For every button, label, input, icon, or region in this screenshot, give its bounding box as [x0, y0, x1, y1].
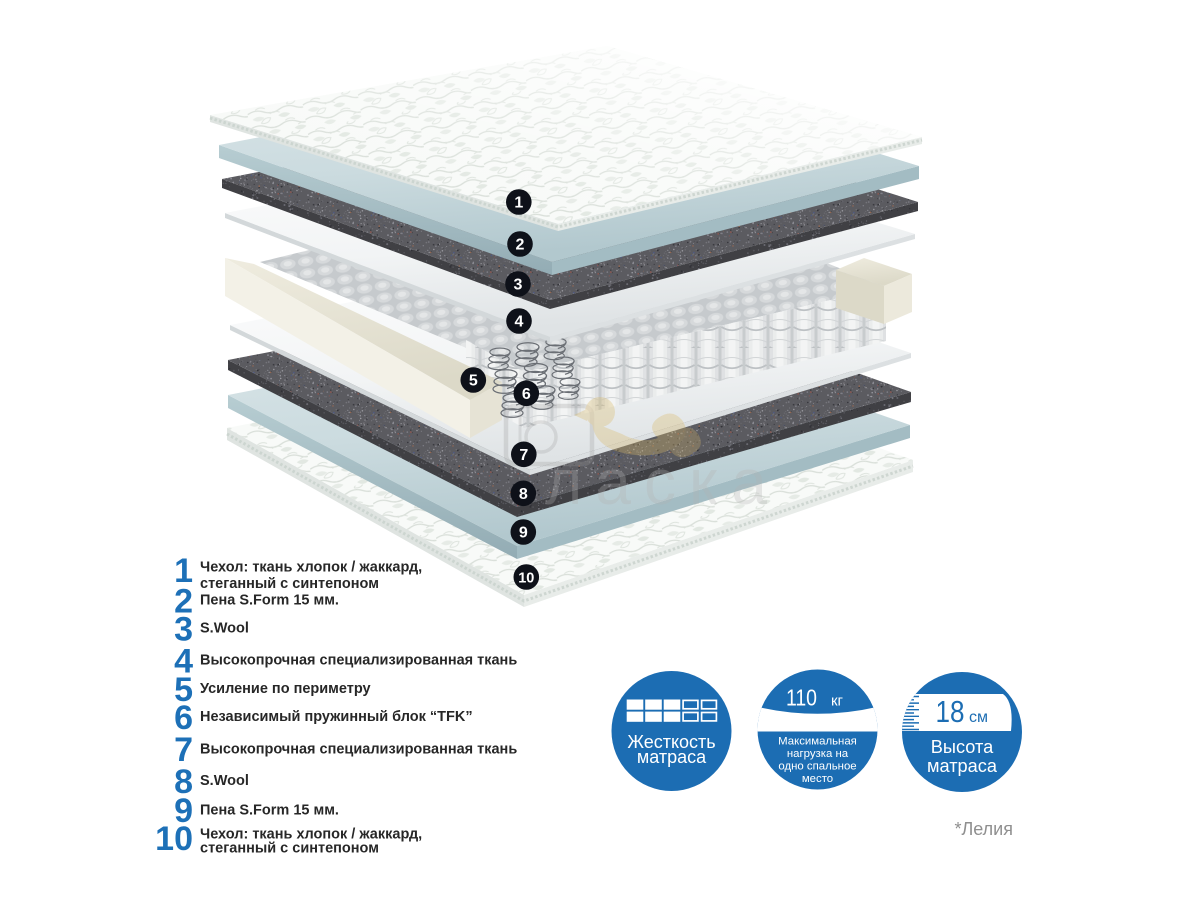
- svg-text:4: 4: [174, 643, 193, 681]
- svg-text:5: 5: [174, 671, 193, 709]
- svg-text:Пена S.Form 15 мм.: Пена S.Form 15 мм.: [200, 593, 339, 609]
- svg-text:нагрузка на: нагрузка на: [787, 748, 849, 760]
- svg-text:10: 10: [155, 820, 193, 858]
- svg-text:10: 10: [518, 571, 534, 587]
- svg-text:9: 9: [519, 525, 528, 542]
- svg-text:стеганный с синтепоном: стеганный с синтепоном: [200, 841, 379, 857]
- svg-text:110: 110: [786, 685, 817, 711]
- svg-text:2: 2: [516, 237, 525, 254]
- svg-text:1: 1: [514, 195, 523, 212]
- svg-text:8: 8: [519, 486, 528, 503]
- svg-text:стеганный с синтепоном: стеганный с синтепоном: [200, 576, 379, 592]
- svg-text:Пена S.Form 15 мм.: Пена S.Form 15 мм.: [200, 803, 339, 819]
- svg-text:8: 8: [174, 763, 193, 801]
- svg-text:место: место: [802, 773, 833, 785]
- svg-text:2: 2: [174, 583, 193, 621]
- svg-text:S.Wool: S.Wool: [200, 621, 249, 637]
- svg-text:ласка: ласка: [545, 446, 780, 518]
- svg-text:*Лелия: *Лелия: [954, 819, 1013, 839]
- svg-text:4: 4: [515, 314, 524, 331]
- svg-text:Жесткость: Жесткость: [627, 732, 715, 752]
- svg-text:кг: кг: [831, 693, 844, 710]
- svg-text:Чехол: ткань хлопок / жаккард,: Чехол: ткань хлопок / жаккард,: [200, 827, 422, 843]
- svg-text:Высота: Высота: [931, 737, 994, 757]
- svg-text:матраса: матраса: [637, 747, 707, 767]
- svg-text:Высокопрочная специализированн: Высокопрочная специализированная ткань: [200, 653, 517, 669]
- svg-text:6: 6: [174, 699, 193, 737]
- svg-text:18: 18: [936, 694, 965, 729]
- svg-text:матраса: матраса: [927, 756, 998, 776]
- svg-text:6: 6: [522, 386, 531, 403]
- svg-text:Максимальная: Максимальная: [778, 736, 857, 748]
- svg-text:Независимый пружинный блок “TF: Независимый пружинный блок “TFK”: [200, 709, 473, 725]
- svg-text:Усиление по периметру: Усиление по периметру: [200, 681, 371, 697]
- svg-text:3: 3: [174, 611, 193, 649]
- svg-text:3: 3: [514, 277, 523, 294]
- svg-text:одно спальное: одно спальное: [778, 761, 856, 773]
- svg-text:9: 9: [174, 792, 193, 830]
- svg-text:1: 1: [174, 552, 193, 590]
- svg-text:S.Wool: S.Wool: [200, 773, 249, 789]
- svg-text:7: 7: [519, 447, 528, 464]
- svg-text:Чехол: ткань хлопок / жаккард,: Чехол: ткань хлопок / жаккард,: [200, 560, 422, 576]
- svg-text:Высокопрочная специализированн: Высокопрочная специализированная ткань: [200, 742, 517, 758]
- svg-text:7: 7: [174, 731, 193, 769]
- svg-text:5: 5: [469, 373, 478, 390]
- svg-text:см: см: [969, 709, 988, 726]
